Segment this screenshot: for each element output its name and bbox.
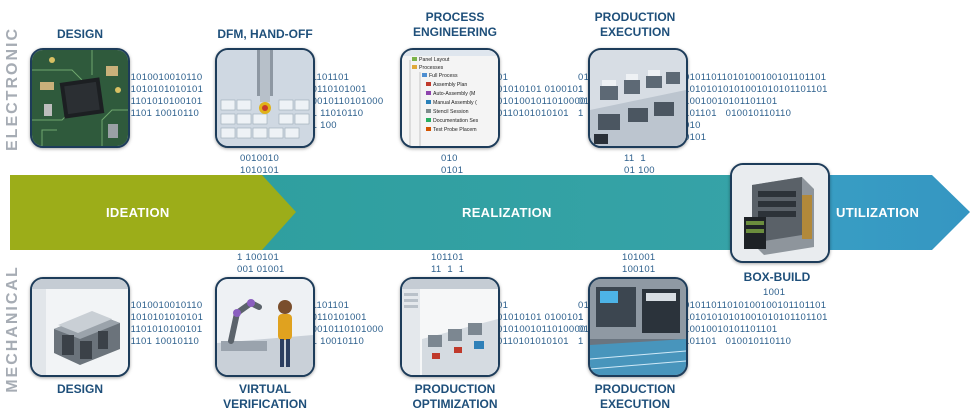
dfm-handoff-thumbnail xyxy=(215,48,315,148)
caption-electronic-production-execution: PRODUCTION EXECUTION xyxy=(575,10,695,40)
virtual-verification-thumbnail xyxy=(215,277,315,377)
caption-mechanical-design: DESIGN xyxy=(30,382,130,397)
binary-stream: 1 100101 001 01001 xyxy=(237,252,285,275)
binary-stream: 1001 xyxy=(763,287,786,298)
ideation-arrow xyxy=(10,175,296,250)
pcb-design-thumbnail xyxy=(30,48,130,148)
caption-virtual-verification: VIRTUAL VERIFICATION xyxy=(200,382,330,412)
binary-stream: 010 0101 xyxy=(441,153,464,176)
binary-stream: 01011011010100100101101101 1010101010100… xyxy=(684,72,828,143)
caption-line: DESIGN xyxy=(56,382,103,396)
binary-stream: 0010010 1010101 xyxy=(240,153,280,176)
electronic-production-execution-thumbnail xyxy=(588,48,688,148)
binary-stream: 01011011010100100101101101 1010101010100… xyxy=(684,300,828,347)
caption-line: EXECUTION xyxy=(599,25,670,39)
caption-line: VERIFICATION xyxy=(223,397,307,411)
binary-stream: 11 1 01 100 xyxy=(624,153,655,176)
binary-stream: 01010010010110 01010101010101 0110101010… xyxy=(125,72,204,119)
binary-stream: 01010010010110 01010101010101 0110101010… xyxy=(125,300,204,347)
tree-item-text: Assembly Plan xyxy=(433,82,467,88)
binary-stream: 01 01010101 0100101 0101001011010000 011… xyxy=(497,72,586,119)
tree-item-text: Manual Assembly ( xyxy=(433,100,477,106)
binary-stream: 01101101 10110101001 10010110101000 01 1… xyxy=(306,300,384,347)
tree-item-text: Stencil Session xyxy=(433,109,469,115)
tree-item-text: Documentation Ses xyxy=(433,118,479,124)
caption-line: BOX-BUILD xyxy=(743,270,811,284)
realization-arrow xyxy=(262,175,768,250)
process-engineering-thumbnail: Panel Layout Processes Full Process Asse… xyxy=(400,48,500,148)
caption-line: PRODUCTION xyxy=(594,382,676,396)
tree-item-text: Test Probe Placem xyxy=(433,127,477,133)
side-label-electronic: ELECTRONIC xyxy=(4,27,21,151)
binary-stream: 01101101 10110101001 10010110101000 01 1… xyxy=(306,72,384,131)
caption-box-build: BOX-BUILD xyxy=(722,270,832,285)
caption-dfm-hand-off: DFM, HAND-OFF xyxy=(200,27,330,42)
caption-line: ENGINEERING xyxy=(412,25,497,39)
caption-line: DESIGN xyxy=(56,27,103,41)
caption-line: EXECUTION xyxy=(599,397,670,411)
tree-item-text: Panel Layout xyxy=(419,57,450,63)
side-label-mechanical: MECHANICAL xyxy=(4,265,21,393)
caption-line: OPTIMIZATION xyxy=(412,397,498,411)
mechanical-production-execution-thumbnail xyxy=(588,277,688,377)
phase-realization: REALIZATION xyxy=(462,205,552,220)
caption-line: VIRTUAL xyxy=(239,382,291,396)
caption-mechanical-production-execution: PRODUCTION EXECUTION xyxy=(575,382,695,412)
caption-line: PRODUCTION xyxy=(594,10,676,24)
caption-production-optimization: PRODUCTION OPTIMIZATION xyxy=(392,382,518,412)
production-optimization-thumbnail xyxy=(400,277,500,377)
caption-electronic-design: DESIGN xyxy=(30,27,130,42)
mechanical-design-thumbnail xyxy=(30,277,130,377)
caption-line: PROCESS xyxy=(425,10,485,24)
binary-stream: 101001 100101 xyxy=(622,252,656,275)
caption-line: DFM, HAND-OFF xyxy=(217,27,313,41)
phase-utilization: UTILIZATION xyxy=(836,205,920,220)
phase-ideation: IDEATION xyxy=(106,205,170,220)
caption-line: PRODUCTION xyxy=(414,382,496,396)
binary-stream: 101101 11 1 1 xyxy=(431,252,465,275)
box-build-thumbnail xyxy=(730,163,830,263)
tree-item-text: Full Process xyxy=(429,73,458,79)
tree-item-text: Processes xyxy=(419,65,444,71)
caption-process-engineering: PROCESS ENGINEERING xyxy=(395,10,515,40)
tree-item-text: Auto-Assembly (M xyxy=(433,91,475,97)
binary-stream: 01 01010101 0100101 0101001011010000 011… xyxy=(497,300,586,347)
